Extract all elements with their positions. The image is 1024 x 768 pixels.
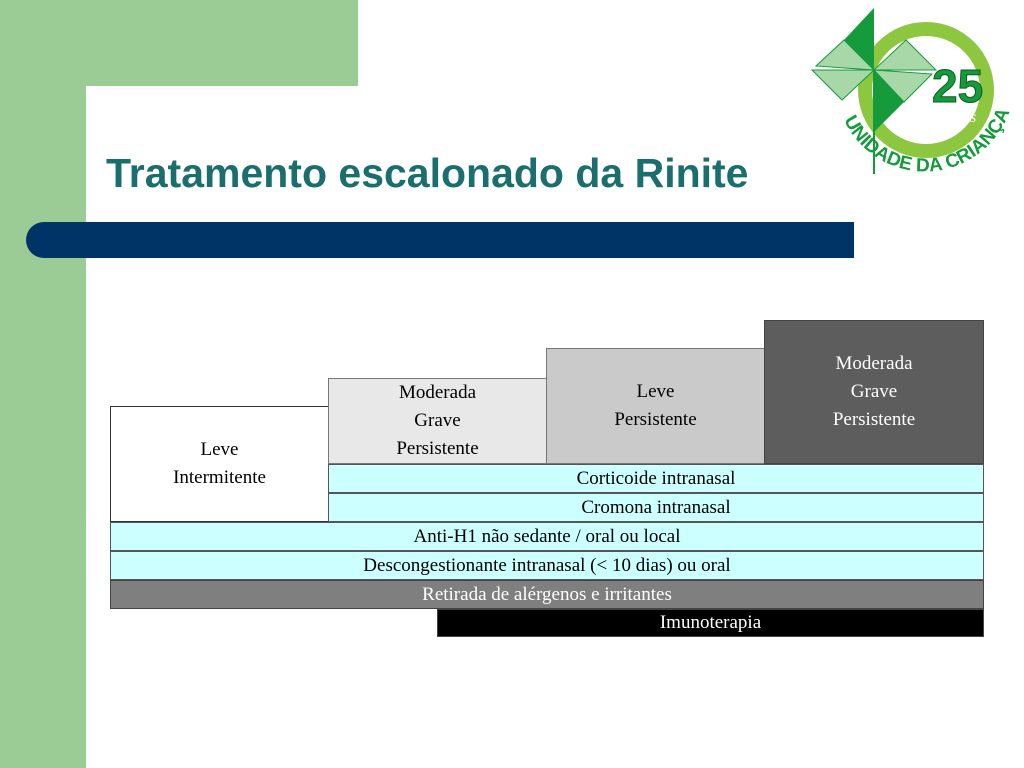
treatment-retirada-alergenos: Retirada de alérgenos e irritantes — [110, 580, 984, 609]
severity-line: Persistente — [832, 409, 916, 430]
treatment-corticoide: Corticoide intranasal — [328, 464, 984, 493]
logo-number: 25 — [932, 60, 983, 112]
pinwheel-icon — [810, 8, 938, 174]
treatment-imunoterapia: Imunoterapia — [437, 609, 984, 637]
severity-line: Moderada — [398, 382, 477, 403]
severity-line: Leve — [200, 439, 239, 460]
treatment-cromona: Cromona intranasal — [328, 493, 984, 522]
title-underline-bar — [26, 222, 854, 258]
unidade-da-crianca-logo: 25 anos UNIDADE DA CRIANÇA — [810, 8, 1014, 176]
top-green-band — [0, 0, 358, 86]
severity-line: Intermitente — [173, 467, 266, 488]
severity-line: Persistente — [396, 438, 479, 459]
side-green-band — [0, 0, 86, 768]
severity-line: Moderada — [835, 353, 913, 374]
severity-line: Persistente — [614, 409, 697, 430]
severity-moderada-grave-persistente: Moderada Grave Persistente — [764, 320, 984, 464]
severity-line: Leve — [636, 381, 675, 402]
severity-line: Grave — [850, 381, 898, 402]
severity-leve-intermitente: Leve Intermitente — [110, 406, 329, 522]
severity-leve-persistente: Leve Persistente — [546, 348, 765, 464]
severity-moderada-grave-col2: Moderada Grave Persistente — [328, 378, 547, 464]
slide-title: Tratamento escalonado da Rinite — [106, 150, 749, 196]
severity-line: Grave — [414, 410, 461, 431]
logo-number-sub: anos — [946, 109, 976, 126]
treatment-anti-h1: Anti-H1 não sedante / oral ou local — [110, 522, 984, 551]
treatment-descongestionante: Descongestionante intranasal (< 10 dias)… — [110, 551, 984, 580]
